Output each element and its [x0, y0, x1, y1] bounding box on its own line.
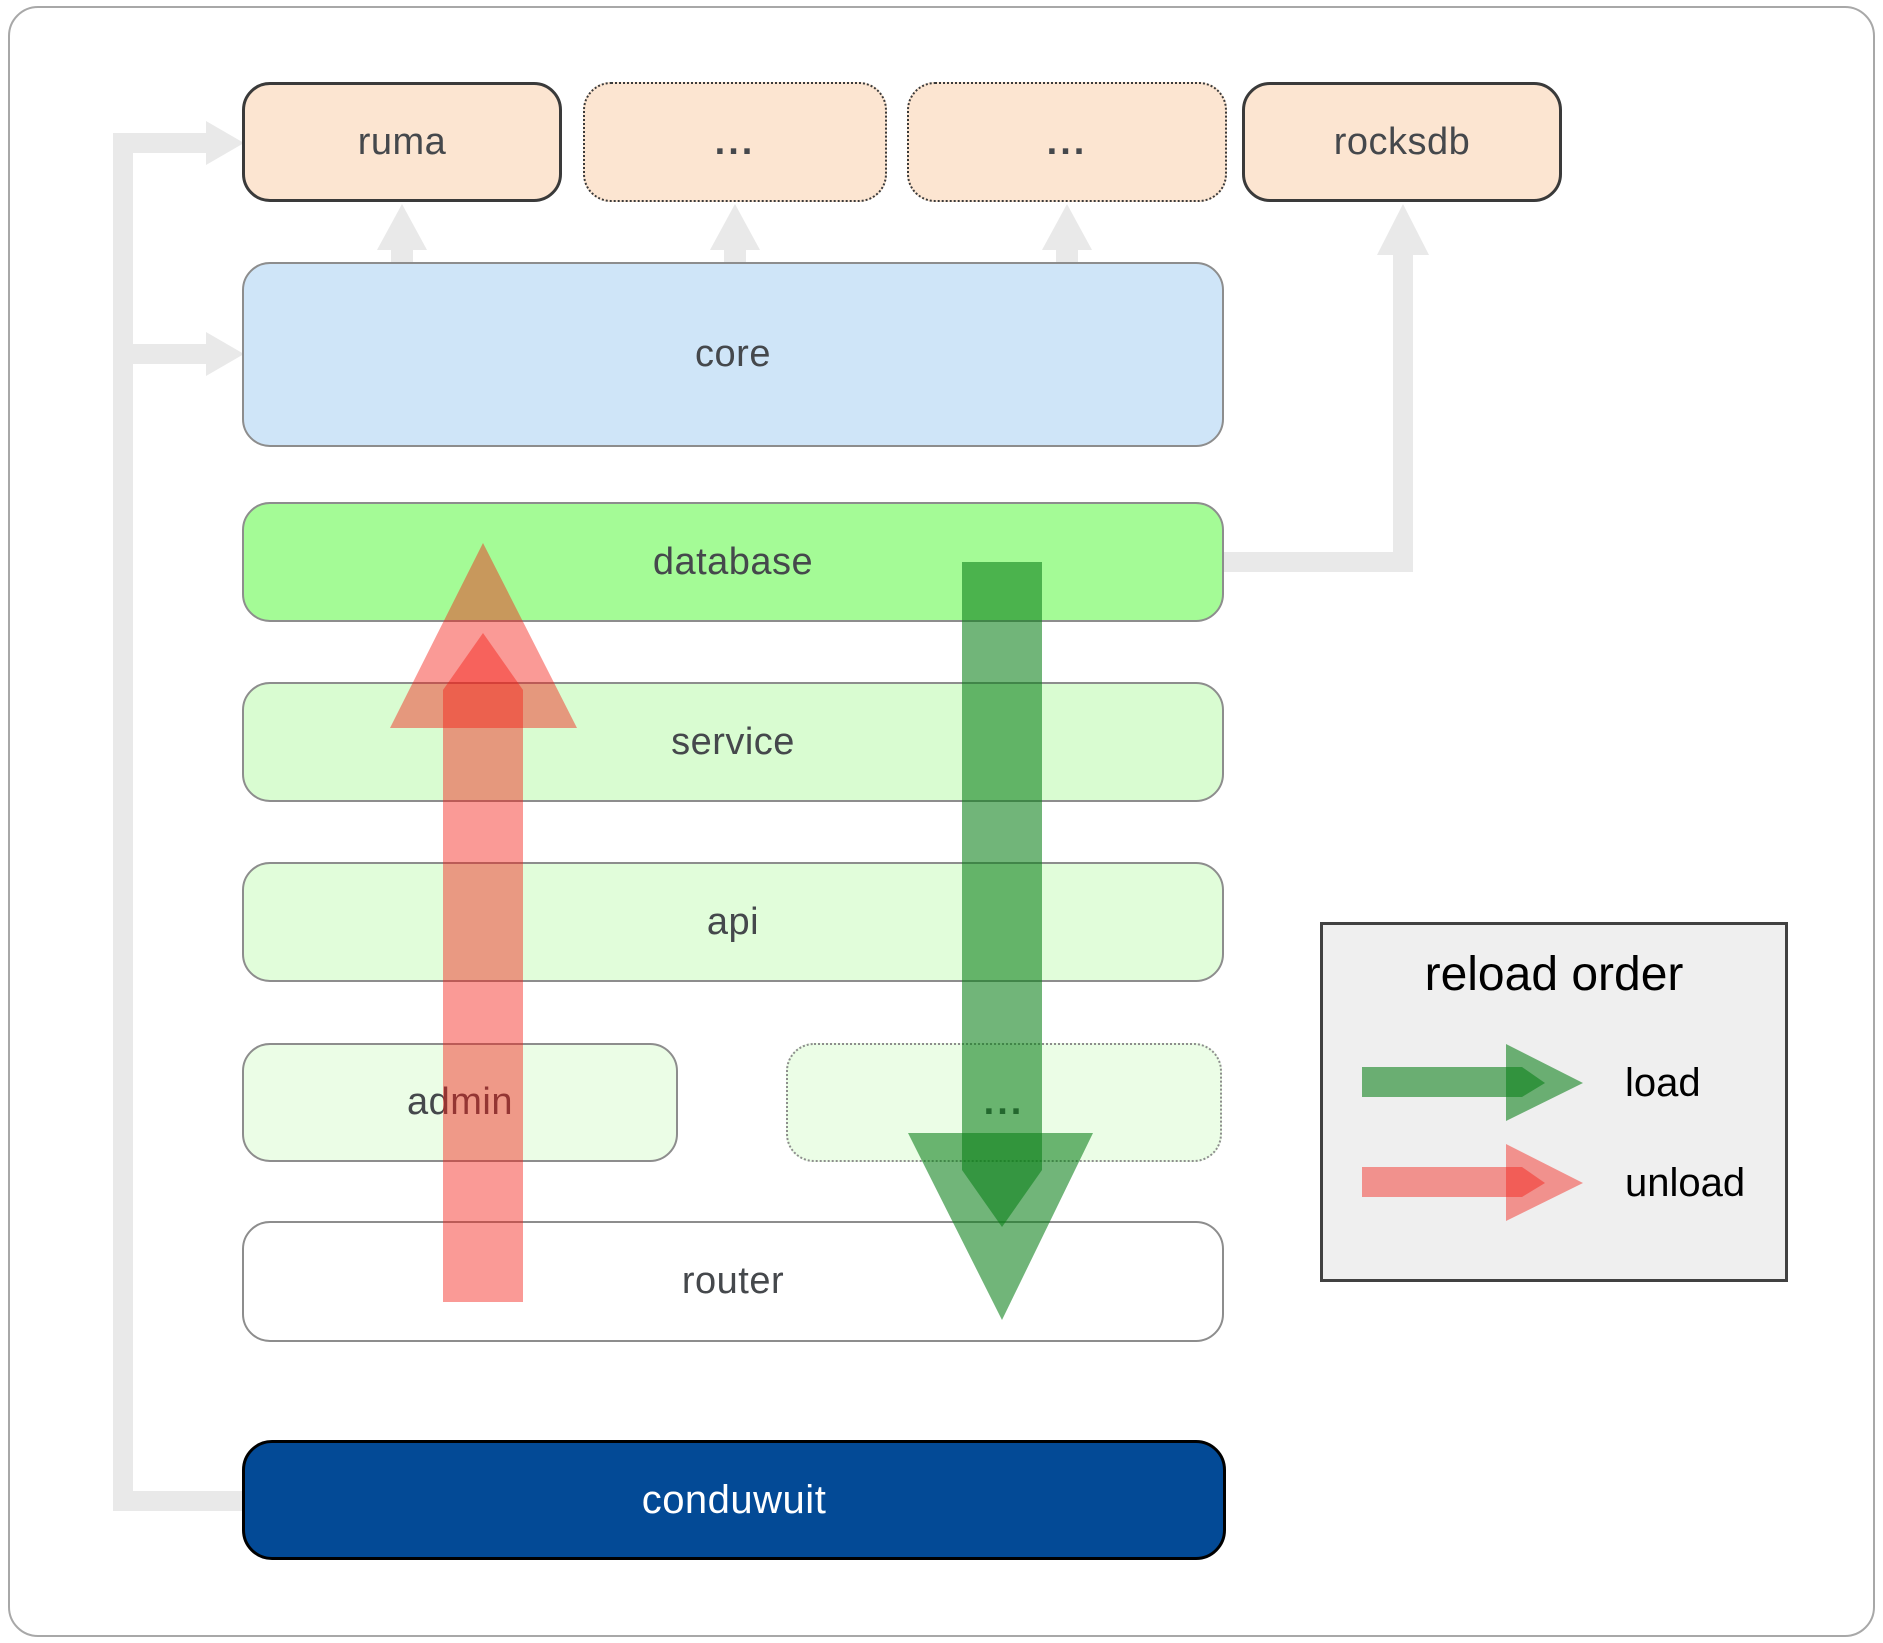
legend-load-label: load [1625, 1060, 1701, 1105]
node-ellipsis-crate-2: ... [907, 82, 1227, 202]
node-ellipsis-crate-1-label: ... [714, 120, 756, 163]
legend-box [1320, 922, 1788, 1282]
node-admin-label: admin [407, 1081, 513, 1124]
connector-conduwuit-vertical-line [113, 133, 133, 1511]
load-arrow-inner-tip-icon [962, 1133, 1042, 1227]
legend-unload-arrow-inner-tip-icon [1506, 1167, 1545, 1197]
legend-unload-label: unload [1625, 1160, 1746, 1205]
node-router: router [242, 1221, 1224, 1342]
node-api-label: api [706, 900, 760, 943]
legend-load-arrow-inner-tip-icon [1506, 1067, 1545, 1097]
legend-load-arrow-icon [1362, 1044, 1583, 1121]
node-conduwuit: conduwuit [242, 1440, 1226, 1560]
load-arrow-icon [908, 562, 1093, 1320]
node-core-label: core [695, 333, 771, 375]
node-rocksdb-label: rocksdb [1333, 120, 1471, 163]
unload-arrow-icon [390, 543, 577, 1302]
arrowhead-core-to-ellipsis1-icon [710, 204, 760, 250]
unload-arrow-inner-tip-icon [443, 633, 523, 728]
connector-database-to-rocksdb-vertical [1393, 253, 1413, 572]
node-rocksdb: rocksdb [1242, 82, 1562, 202]
arrowhead-core-to-ruma-icon [377, 204, 427, 250]
node-database-label: database [652, 540, 814, 583]
node-admin: admin [242, 1043, 678, 1162]
node-service: service [242, 682, 1224, 802]
outer-frame [8, 6, 1875, 1637]
node-ellipsis-crate-2-label: ... [1046, 120, 1088, 163]
node-ruma: ruma [242, 82, 562, 202]
arrowhead-into-core-icon [206, 332, 244, 376]
connector-stub-to-core [133, 344, 208, 364]
connector-database-to-rocksdb-horizontal [1224, 552, 1413, 572]
node-ruma-label: ruma [357, 120, 447, 163]
node-conduwuit-label: conduwuit [641, 1477, 827, 1522]
connector-stub-from-conduwuit [133, 1491, 243, 1511]
node-ellipsis-crate-1: ... [583, 82, 887, 202]
node-router-label: router [681, 1260, 785, 1302]
node-database: database [242, 502, 1224, 622]
arrowhead-into-ruma-icon [206, 121, 244, 165]
legend-unload-arrow-icon [1362, 1144, 1583, 1221]
node-service-label: service [671, 720, 795, 763]
connector-stub-to-ruma [133, 133, 208, 153]
node-api: api [242, 862, 1224, 982]
node-core: core [242, 262, 1224, 447]
legend-title: reload order [1424, 948, 1684, 1001]
arrowhead-core-to-ellipsis2-icon [1042, 204, 1092, 250]
arrowhead-into-rocksdb-icon [1377, 204, 1429, 255]
